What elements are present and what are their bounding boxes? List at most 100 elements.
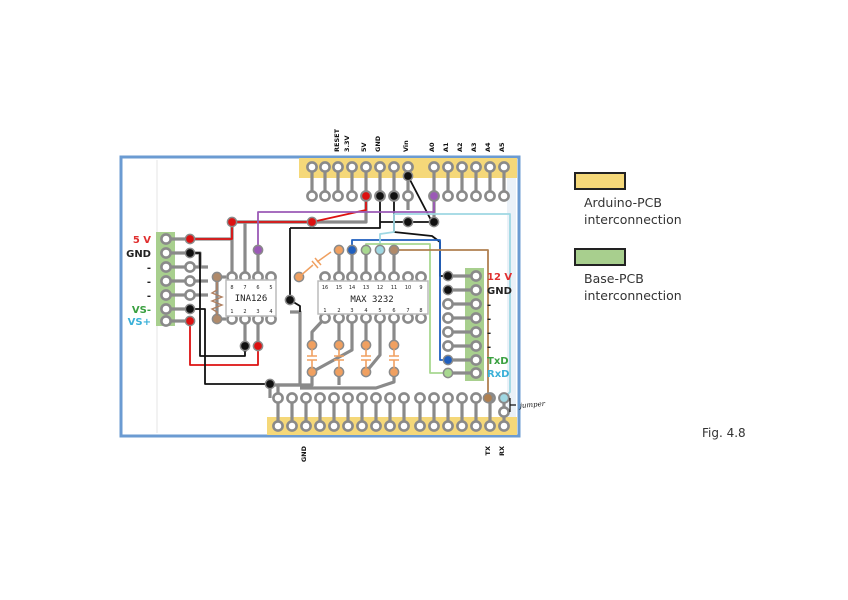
- max-pin: [415, 312, 427, 324]
- arduino-top-pin: [332, 161, 344, 173]
- arduino-bottom-pad: [342, 392, 354, 404]
- left-connector-label: -: [147, 291, 151, 302]
- legend-swatch-base: [574, 248, 626, 266]
- black-via: [374, 190, 386, 202]
- red-via: [226, 216, 238, 228]
- brown-wire: [394, 249, 489, 398]
- left-connector-label: 5 V: [133, 235, 151, 246]
- arduino-top-pin: [402, 161, 414, 173]
- max-pin: [402, 271, 414, 283]
- cap-pad: [388, 366, 400, 378]
- left-connector-pin: [160, 289, 172, 301]
- right-connector-label: RxD: [487, 369, 509, 380]
- header-bottom-label-gnd: GND: [300, 445, 308, 462]
- trace: [364, 318, 382, 374]
- black-via: [264, 378, 276, 390]
- resistor: [210, 282, 224, 316]
- arduino-top-pin: [456, 161, 468, 173]
- arduino-top-pad: [442, 190, 454, 202]
- arduino-bottom-pad: [272, 392, 284, 404]
- arduino-top-pin: [374, 161, 386, 173]
- arduino-bottom-pad: [300, 392, 312, 404]
- arduino-bottom-pin: [484, 420, 496, 432]
- black-via: [284, 294, 296, 306]
- max-pin-number: 5: [378, 308, 381, 314]
- arduino-bottom-pad: [384, 392, 396, 404]
- arduino-bottom-pin: [370, 420, 382, 432]
- left-connector-label: -: [147, 263, 151, 274]
- via-blue: [346, 244, 358, 256]
- arduino-top-pin: [388, 161, 400, 173]
- right-connector-pin: [470, 312, 482, 324]
- arduino-top-pin: [470, 161, 482, 173]
- max-pin: [402, 312, 414, 324]
- black-via: [402, 216, 414, 228]
- pad: [184, 261, 196, 273]
- legend-swatch-arduino: [574, 172, 626, 190]
- right-txd-via: [442, 354, 454, 366]
- max-pin: [388, 312, 400, 324]
- left-5v-via: [184, 233, 196, 245]
- via-lightblue: [374, 244, 386, 256]
- right-rxd-via: [442, 367, 454, 379]
- max-pin-number: 11: [391, 285, 397, 291]
- arduino-bottom-pin: [384, 420, 396, 432]
- header-top-label: GND: [374, 135, 382, 152]
- ina-pin-number: 7: [243, 285, 246, 291]
- capacitor-body: [311, 257, 322, 269]
- capacitor: [361, 349, 371, 368]
- capacitor: [307, 349, 317, 368]
- wires: [189, 175, 511, 399]
- right-connector-label: GND: [487, 286, 512, 297]
- max-pin-number: 14: [349, 285, 355, 291]
- brown-via: [482, 392, 494, 404]
- legend-base-line1: Base-PCB: [584, 271, 644, 286]
- arduino-bottom-pin: [356, 420, 368, 432]
- max-pin-number: 3: [350, 308, 353, 314]
- capacitor-lead: [298, 251, 332, 278]
- max-pin: [319, 312, 331, 324]
- header-top-label: A5: [498, 142, 506, 152]
- via-green: [360, 244, 372, 256]
- right-12v-via: [442, 270, 454, 282]
- max-pin: [333, 271, 345, 283]
- pad: [442, 312, 454, 324]
- trace: [311, 318, 354, 374]
- max-pin-number: 7: [406, 308, 409, 314]
- cap-pad: [306, 366, 318, 378]
- purple-via: [252, 244, 264, 256]
- capacitor: [389, 349, 399, 368]
- arduino-top-pin: [346, 161, 358, 173]
- max-pin: [319, 271, 331, 283]
- max-pin-number: 16: [322, 285, 328, 291]
- arduino-bottom-pin: [414, 420, 426, 432]
- ina-pin-number: 1: [230, 309, 233, 315]
- arduino-bottom-pin: [342, 420, 354, 432]
- left-connector-label: -: [147, 277, 151, 288]
- max-pin-number: 1: [323, 308, 326, 314]
- header-top-label: RESET: [333, 128, 341, 152]
- left-vs-plus-via: [184, 315, 196, 327]
- arduino-top-pin: [428, 161, 440, 173]
- purple-via: [428, 190, 440, 202]
- arduino-bottom-pin: [456, 420, 468, 432]
- black-wire-gnd: [190, 252, 246, 357]
- max-pin-number: 2: [337, 308, 340, 314]
- left-connector-label: VS-: [132, 305, 151, 316]
- arduino-bottom-pin: [314, 420, 326, 432]
- header-top-label: Vin: [402, 140, 410, 152]
- arduino-top-pad: [332, 190, 344, 202]
- arduino-bottom-pad: [356, 392, 368, 404]
- right-connector-label: -: [487, 314, 491, 325]
- max-pin-number: 9: [419, 285, 422, 291]
- black-wire: [289, 228, 301, 312]
- figure-caption: Fig. 4.8: [702, 426, 746, 440]
- left-connector-pin: [160, 303, 172, 315]
- header-bottom-label-tx: TX: [484, 446, 492, 455]
- arduino-bottom-pin: [286, 420, 298, 432]
- max-pin-number: 12: [377, 285, 383, 291]
- board-right-strip: [507, 160, 516, 433]
- arduino-top-pin: [442, 161, 454, 173]
